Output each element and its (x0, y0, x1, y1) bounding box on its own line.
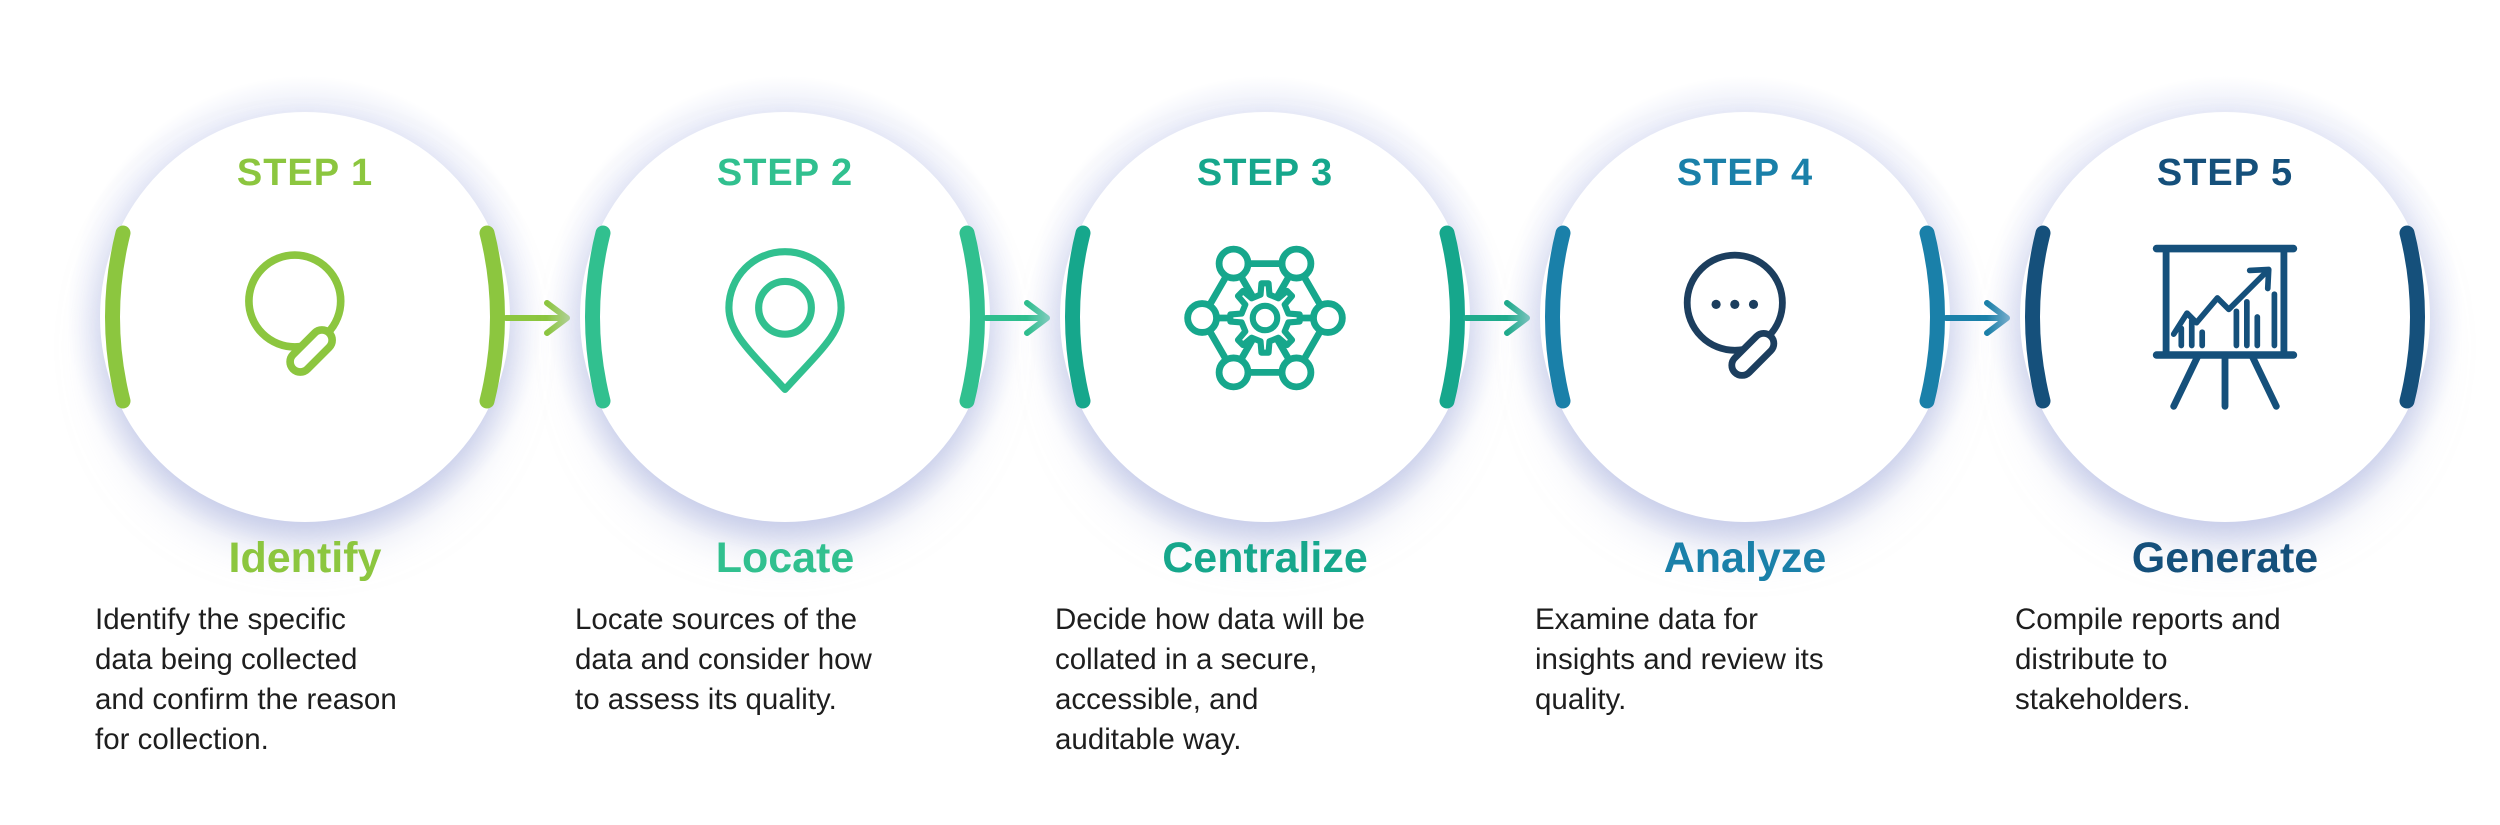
step-1-column: STEP 1 Identify Identify the specific da… (65, 0, 570, 825)
step-number-label: STEP 1 (236, 152, 374, 194)
left-bracket-decoration (585, 225, 611, 409)
step-title: Generate (2131, 534, 2319, 582)
step-circle (580, 112, 990, 522)
left-bracket-decoration (1545, 225, 1571, 409)
network-gear-icon (1184, 245, 1346, 391)
magnifier-search-icon (245, 251, 345, 376)
step-number-label: STEP 4 (1676, 152, 1814, 194)
step-title: Identify (228, 534, 382, 582)
step-description: Locate sources of the data and consider … (575, 603, 872, 717)
magnifier-dots-icon (1683, 251, 1786, 379)
step-description: Decide how data will be collated in a se… (1055, 603, 1365, 757)
step-title: Analyze (1663, 534, 1827, 582)
chart-presentation-icon (2152, 244, 2298, 410)
right-bracket-decoration (959, 225, 985, 409)
right-bracket-decoration (1439, 225, 1465, 409)
step-number-label: STEP 2 (716, 152, 854, 194)
step-description: Identify the specific data being collect… (95, 603, 397, 757)
step-title: Locate (715, 534, 855, 582)
step-5-column: STEP 5 (1985, 0, 2465, 825)
left-bracket-decoration (2025, 225, 2051, 409)
step-4-column: STEP 4 Analyze Examine data for insights… (1505, 0, 2010, 825)
step-description: Examine data for insights and review its… (1535, 603, 1824, 717)
location-pin-icon (725, 248, 845, 393)
step-number-label: STEP 3 (1196, 152, 1334, 194)
step-2-column: STEP 2 Locate Locate sources of the data… (545, 0, 1050, 825)
left-bracket-decoration (105, 225, 131, 409)
step-circle (100, 112, 510, 522)
step-number-label: STEP 5 (2156, 152, 2294, 194)
step-circle (2020, 112, 2430, 522)
right-bracket-decoration (479, 225, 505, 409)
step-title: Centralize (1162, 534, 1368, 582)
step-3-column: STEP 3 (1025, 0, 1530, 825)
step-circle (1540, 112, 1950, 522)
step-description: Compile reports and distribute to stakeh… (2015, 603, 2281, 717)
right-bracket-decoration (1919, 225, 1945, 409)
right-bracket-decoration (2399, 225, 2425, 409)
left-bracket-decoration (1065, 225, 1091, 409)
